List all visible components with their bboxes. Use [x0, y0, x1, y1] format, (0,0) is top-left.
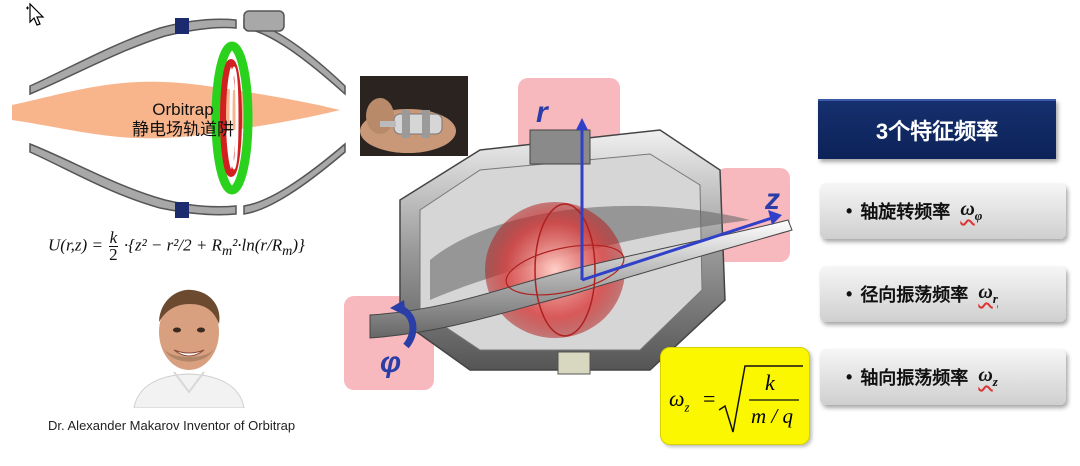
- frequencies-banner: 3个特征频率: [818, 99, 1056, 159]
- outer-electrode-bottom: [29, 142, 237, 216]
- ion-beam: [12, 81, 340, 139]
- insulator-bottom: [175, 202, 189, 218]
- phi-axis-label: φ: [380, 346, 402, 379]
- orbit-loop: [534, 203, 596, 337]
- portrait-caption: Dr. Alexander Makarov Inventor of Orbitr…: [48, 418, 296, 433]
- orbitrap-device-photo: [360, 76, 468, 156]
- cursor-icon: [26, 2, 45, 26]
- potential-formula: U(r,z) = k 2 ·{z² − r²/2 + Rm²·ln(r/Rm)}: [48, 228, 305, 264]
- z-axis-arrow: [581, 216, 773, 282]
- orbitrap-schematic: [12, 10, 346, 218]
- z-axis-label: z: [765, 183, 780, 216]
- injection-port: [243, 10, 285, 32]
- orbitrap-label-cn: 静电场轨道阱: [132, 120, 234, 139]
- orbit-red: [220, 59, 242, 177]
- sqrt-sign: [718, 365, 803, 433]
- outer-electrode-top: [29, 18, 237, 96]
- insulator-top: [175, 18, 189, 34]
- orbitrap-label-en: Orbitrap: [152, 100, 214, 119]
- frequency-item-rotation: • 轴旋转频率 ωφ: [820, 183, 1066, 239]
- frequency-item-axial: • 轴向振荡频率 ωz: [820, 349, 1066, 405]
- r-axis-label: r: [536, 96, 548, 129]
- axial-frequency-formula: ωz = k m / q: [660, 347, 810, 445]
- orbit-green: [211, 41, 253, 195]
- frequency-item-radial: • 径向振荡频率 ωr: [820, 266, 1066, 322]
- makarov-portrait: [130, 280, 248, 408]
- orbitrap-3d-cutaway: [344, 78, 793, 390]
